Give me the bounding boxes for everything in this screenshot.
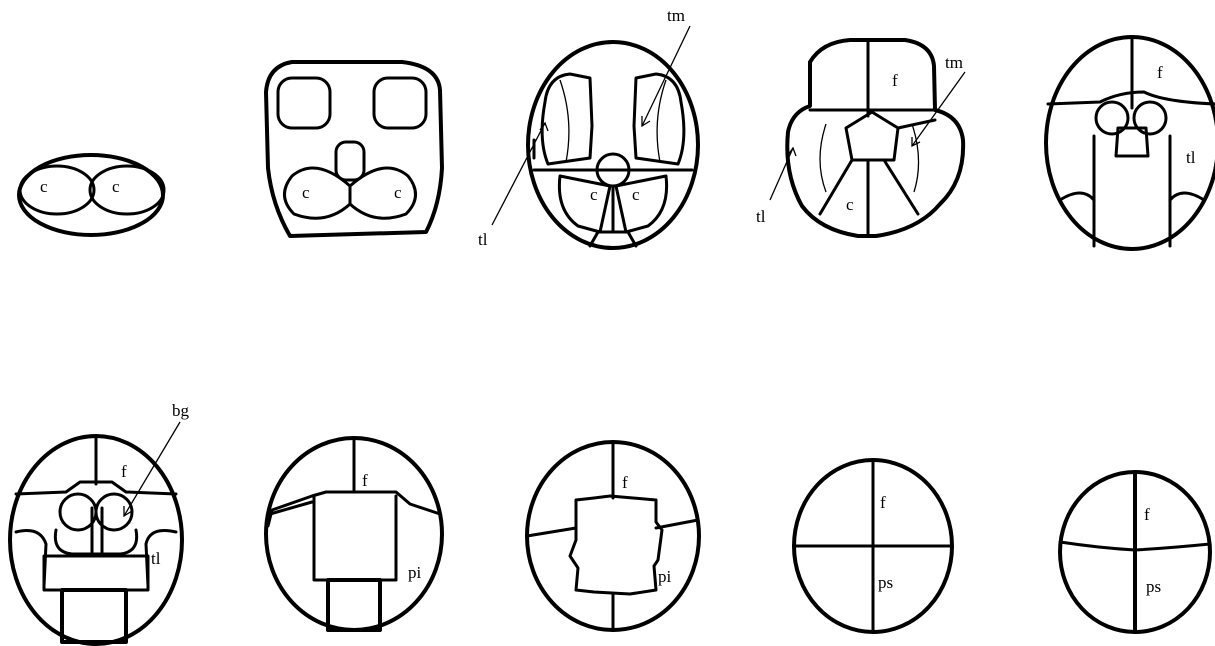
- section-6: f tl bg: [10, 401, 190, 644]
- label-c: c: [632, 185, 640, 204]
- label-pi: pi: [658, 567, 672, 586]
- label-c: c: [846, 195, 854, 214]
- section-9: f ps: [794, 460, 952, 632]
- label-pi: pi: [408, 563, 422, 582]
- label-tm: tm: [945, 53, 963, 72]
- label-f: f: [121, 462, 127, 481]
- section-4: f c tm tl: [756, 40, 965, 236]
- label-f: f: [1144, 505, 1150, 524]
- label-c: c: [394, 183, 402, 202]
- label-f: f: [880, 493, 886, 512]
- label-f: f: [892, 71, 898, 90]
- label-c: c: [302, 183, 310, 202]
- section-2: c c: [266, 62, 442, 236]
- label-f: f: [622, 473, 628, 492]
- section-10: f ps: [1060, 472, 1210, 632]
- label-f: f: [362, 471, 368, 490]
- section-1: c c: [19, 155, 164, 235]
- label-bg: bg: [172, 401, 190, 420]
- label-tl: tl: [1186, 148, 1196, 167]
- label-tm: tm: [667, 6, 685, 25]
- arrow-tl: [492, 123, 548, 225]
- arrow-bg: [124, 422, 180, 516]
- label-ps: ps: [1146, 577, 1161, 596]
- label-c: c: [590, 185, 598, 204]
- label-c: c: [40, 177, 48, 196]
- section-3: c c tm tl: [478, 6, 698, 249]
- label-tl: tl: [756, 207, 766, 226]
- label-tl: tl: [478, 230, 488, 249]
- section-7: f pi: [266, 438, 442, 630]
- arrow-tl: [770, 148, 796, 200]
- label-f: f: [1157, 63, 1163, 82]
- section-5: f tl: [1046, 37, 1215, 249]
- label-tl: tl: [151, 549, 161, 568]
- label-ps: ps: [878, 573, 893, 592]
- label-c: c: [112, 177, 120, 196]
- section-8: f pi: [527, 442, 699, 630]
